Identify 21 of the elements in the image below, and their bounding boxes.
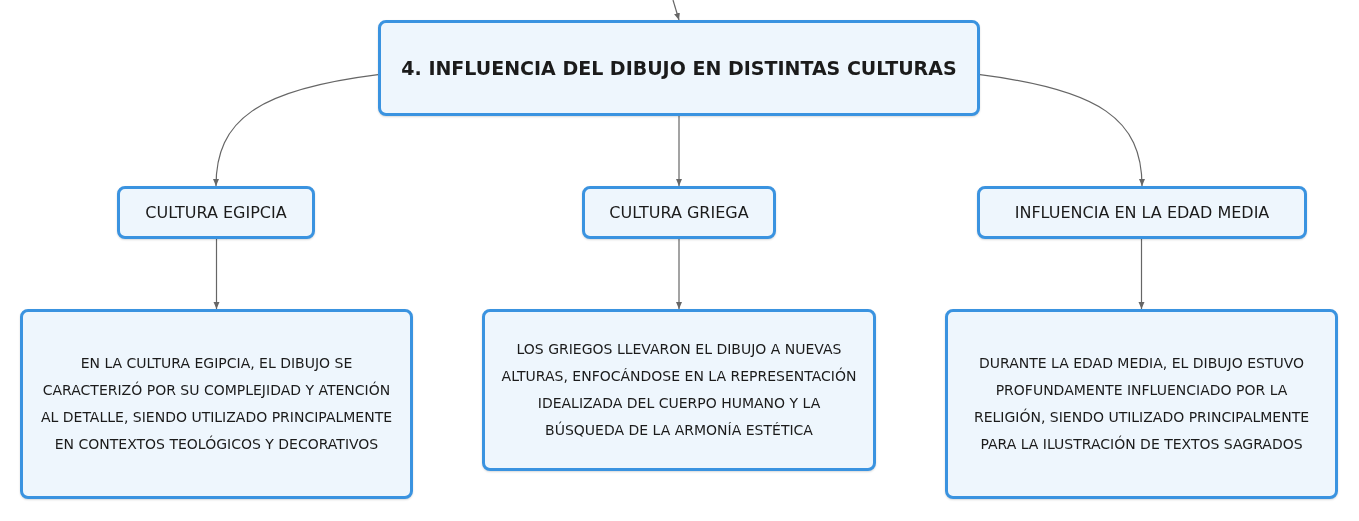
topic-box <box>378 20 980 116</box>
description-box <box>482 309 876 471</box>
description-box <box>20 309 413 499</box>
subtopic-box <box>582 186 776 239</box>
connector-arrow <box>213 238 220 310</box>
connector-arrow <box>676 238 682 310</box>
connector-arrow <box>1138 238 1145 310</box>
subtopic-box <box>977 186 1307 239</box>
topic-label: CULTURA GRIEGA <box>609 201 749 224</box>
connector-arrow <box>979 74 1145 187</box>
connector-arrow <box>213 74 379 187</box>
connector-arrow <box>672 0 680 21</box>
description-text: DURANTE LA EDAD MEDIA, EL DIBUJO ESTUVO PROFUNDAMENTE INFLUENCIADO POR LA RELIGIÓN, SIENDO UTILIZADO PRINCIPALMENTE PARA LA ILUSTRACIÓN DE TEXTOS SAGRADOS <box>972 354 1311 454</box>
connector-arrow <box>676 115 682 187</box>
topic-label: CULTURA EGIPCIA <box>145 201 287 224</box>
description-text: EN LA CULTURA EGIPCIA, EL DIBUJO SE CARACTERIZÓ POR SU COMPLEJIDAD Y ATENCIÓN AL DETALLE, SIENDO UTILIZADO PRINCIPALMENTE EN CONTEXTOS TEOLÓGICOS Y DECORATIVOS <box>39 354 394 454</box>
topic-label: 4. INFLUENCIA DEL DIBUJO EN DISTINTAS CULTURAS <box>401 56 957 81</box>
subtopic-box <box>117 186 315 239</box>
description-box <box>945 309 1338 499</box>
topic-label: INFLUENCIA EN LA EDAD MEDIA <box>1014 201 1270 224</box>
description-text: LOS GRIEGOS LLEVARON EL DIBUJO A NUEVAS ALTURAS, ENFOCÁNDOSE EN LA REPRESENTACIÓN IDEALIZADA DEL CUERPO HUMANO Y LA BÚSQUEDA DE LA ARMONÍA ESTÉTICA <box>500 340 858 440</box>
